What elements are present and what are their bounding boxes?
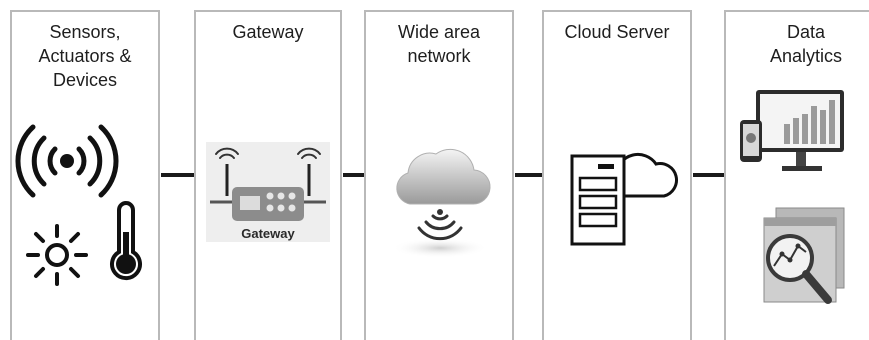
panel-cloud-server: Cloud Server bbox=[542, 10, 692, 340]
panel-sensors: Sensors, Actuators & Devices bbox=[10, 10, 160, 340]
wireless-signal-icon bbox=[15, 124, 119, 198]
gateway-device-label: Gateway bbox=[241, 226, 295, 241]
cloud-wireless-icon bbox=[392, 148, 491, 258]
panel-title-gateway: Gateway bbox=[232, 22, 304, 42]
cloud-server-icon bbox=[570, 153, 678, 246]
panel-wan: Wide area network bbox=[364, 10, 514, 340]
connector-1 bbox=[161, 173, 195, 177]
panel-title-cloud-server: Cloud Server bbox=[564, 22, 670, 42]
panel-title-sensors: Sensors, Actuators & Devices bbox=[38, 22, 132, 90]
thermometer-icon bbox=[110, 201, 142, 281]
connector-3 bbox=[515, 173, 543, 177]
sun-icon bbox=[26, 224, 88, 286]
panel-gateway: Gateway Gateway bbox=[194, 10, 342, 340]
panel-title-wan: Wide area network bbox=[397, 22, 481, 66]
connector-4 bbox=[693, 173, 727, 177]
panel-data-analytics: Data Analytics bbox=[724, 10, 869, 340]
gateway-router-icon: Gateway bbox=[206, 142, 330, 242]
panel-title-data-analytics: Data Analytics bbox=[769, 22, 843, 66]
magnifier-chart-icon bbox=[763, 207, 845, 304]
monitor-dashboard-icon bbox=[740, 90, 844, 171]
connector-2 bbox=[343, 173, 365, 177]
